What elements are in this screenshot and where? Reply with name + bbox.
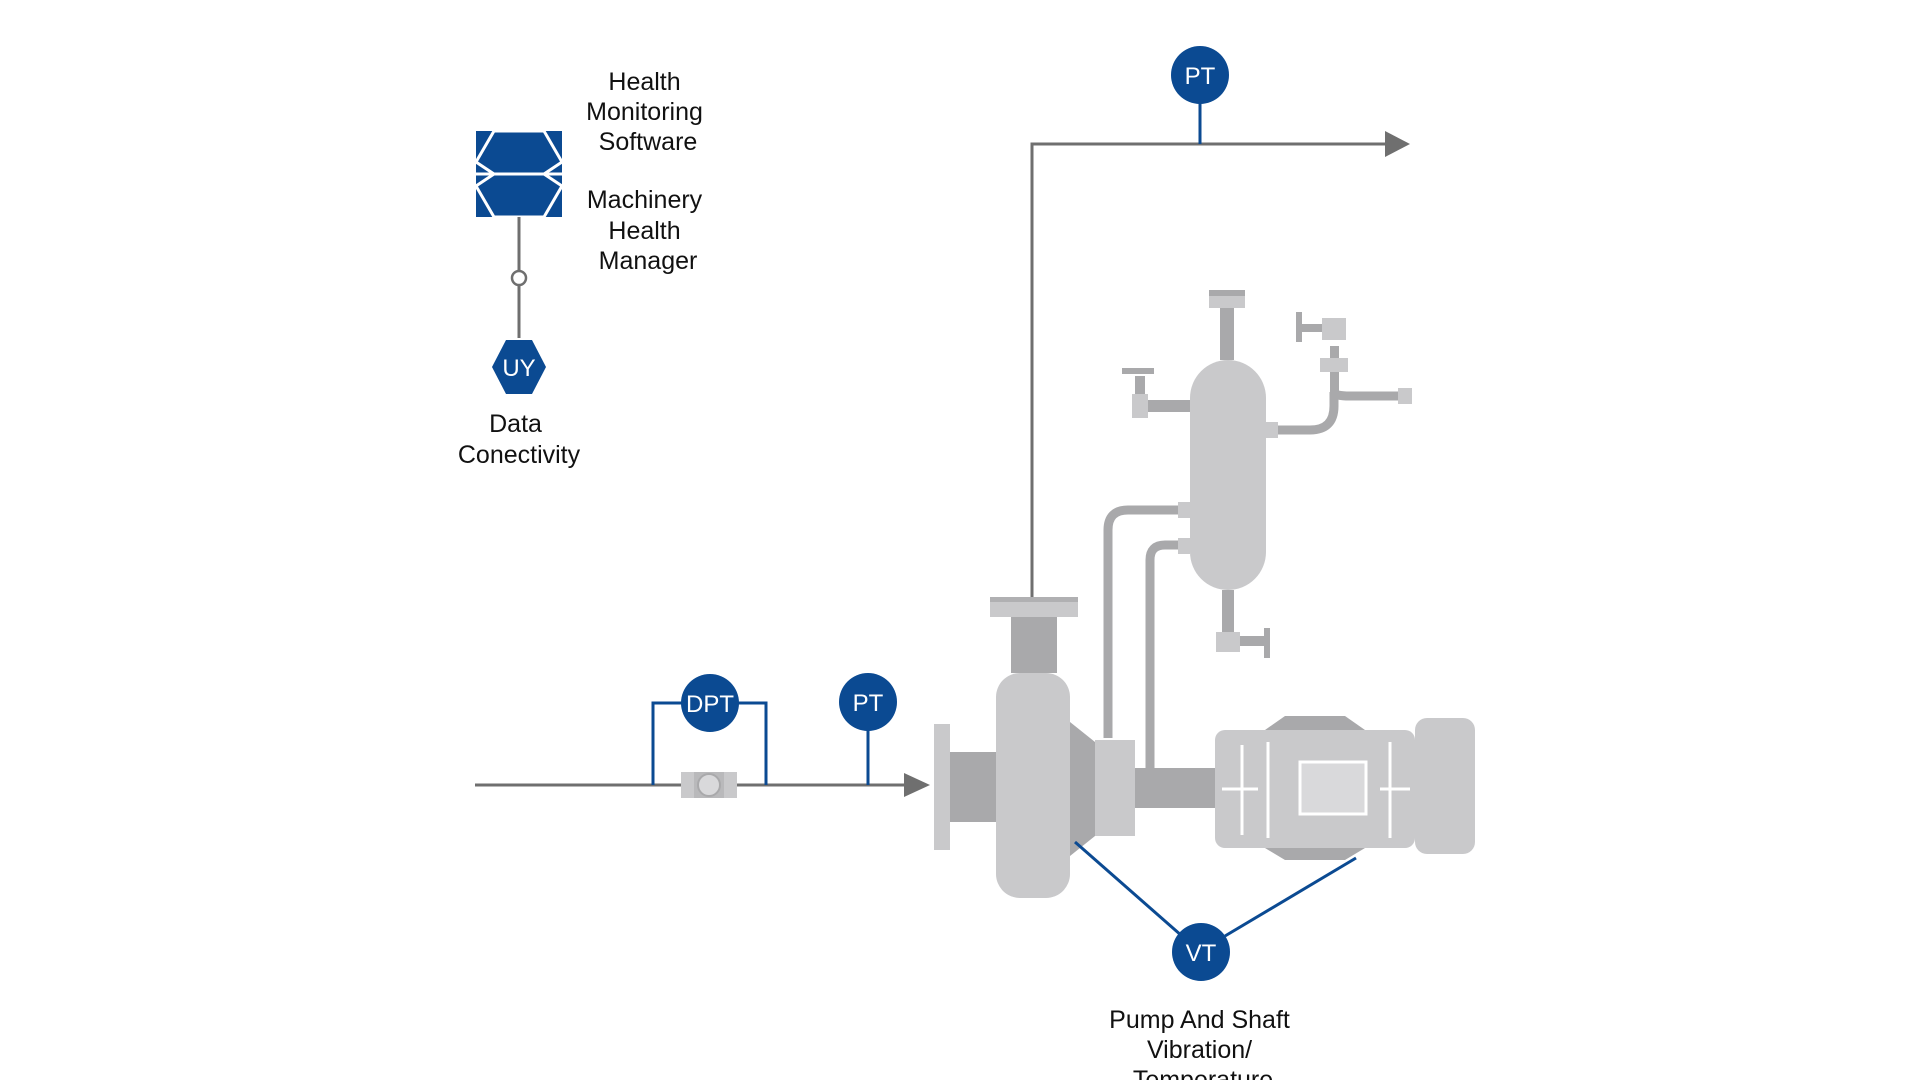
connection-node-icon [510, 269, 528, 287]
connectivity-label: Data Conectivity [458, 410, 581, 469]
dpt-impulse-lines [651, 701, 768, 785]
hexagon-software-icon [473, 129, 565, 219]
svg-text:UY: UY [502, 355, 535, 382]
flow-meter-icon [681, 772, 737, 798]
svg-text:VT: VT [1186, 940, 1217, 967]
software-label: Health Monitoring Software [586, 68, 710, 156]
uy-instrument: UY [492, 340, 546, 394]
flow-arrow-icon [904, 773, 930, 797]
electric-motor [1215, 716, 1475, 860]
software-icon-group [473, 129, 565, 338]
svg-text:PT: PT [1185, 63, 1216, 90]
vt-instrument: VT [1172, 923, 1230, 981]
svg-text:PT: PT [853, 690, 884, 717]
manager-label: Machinery Health Manager [587, 186, 709, 275]
centrifugal-pump [934, 597, 1215, 898]
svg-text:DPT: DPT [686, 691, 734, 718]
vt-signal-lines [1074, 840, 1357, 938]
pt-inlet-instrument: PT [839, 673, 897, 731]
dpt-instrument: DPT [681, 674, 739, 732]
vibration-label: Pump And Shaft Vibration/ Temperature [1109, 1006, 1297, 1080]
seal-pot-vessel [1103, 290, 1412, 770]
outlet-flow-arrow-icon [1385, 131, 1410, 157]
pt-outlet-instrument: PT [1171, 46, 1229, 104]
outlet-pipe [1030, 131, 1410, 600]
